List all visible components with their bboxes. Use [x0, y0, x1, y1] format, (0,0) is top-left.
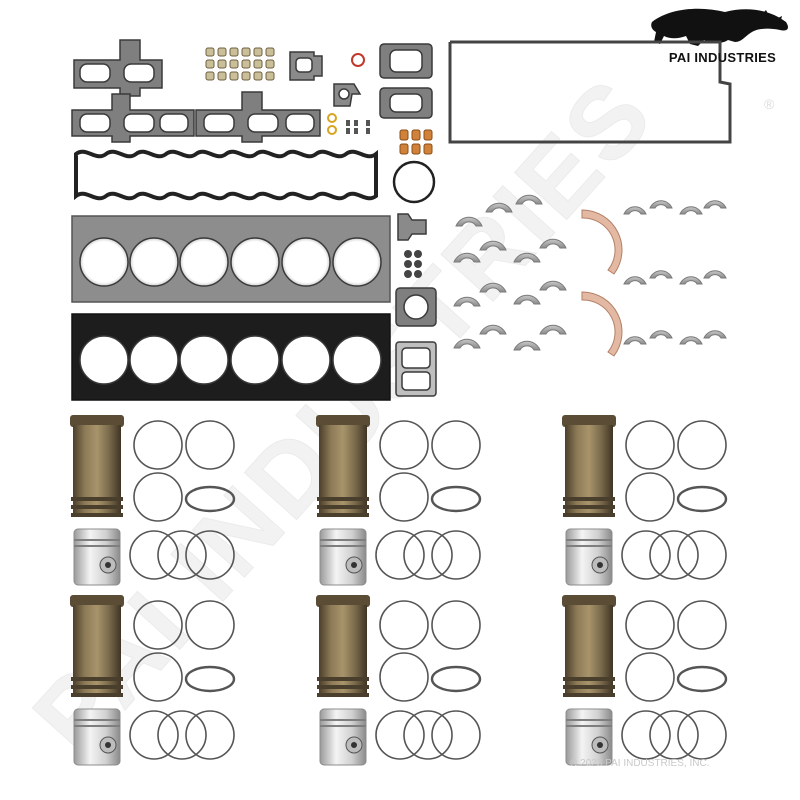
piston-ring-icon [129, 420, 236, 580]
piston-ring-icon [375, 420, 482, 580]
exhaust-gasket-right [195, 91, 321, 143]
cylinder-kit [316, 415, 482, 586]
piston-ring-icon [621, 600, 728, 760]
thrust-washer-icon [581, 209, 623, 357]
cylinder-kit [316, 595, 482, 766]
cylinder-kit [70, 415, 236, 586]
cylinder-kits [70, 415, 728, 766]
exhaust-gasket-top [73, 39, 163, 97]
cylinder-liner-icon [316, 415, 370, 517]
valve-stem-seals [205, 47, 275, 81]
brand-logo-text: PAI INDUSTRIES [668, 50, 777, 65]
piston-icon [319, 528, 367, 586]
cylinder-liner-icon [70, 595, 124, 697]
panther-logo-icon [651, 8, 788, 47]
cylinder-liner-icon [562, 595, 616, 697]
cylinder-kit [562, 595, 728, 766]
piston-ring-icon [375, 600, 482, 760]
piston-icon [319, 708, 367, 766]
exhaust-gasket-left [71, 93, 195, 143]
copyright-notice: © 2023 PAI INDUSTRIES, INC. [570, 758, 710, 769]
main-bearings-left [453, 194, 567, 351]
piston-icon [565, 528, 613, 586]
cylinder-kit [70, 595, 236, 766]
upper-gasket-set [71, 39, 732, 401]
piston-icon [73, 528, 121, 586]
head-gasket-black [71, 313, 391, 401]
registered-mark: ® [764, 96, 775, 112]
cylinder-liner-icon [316, 595, 370, 697]
piston-ring-icon [621, 420, 728, 580]
piston-icon [73, 708, 121, 766]
bearing-set [453, 194, 727, 357]
cylinder-liner-icon [70, 415, 124, 517]
cylinder-liner-icon [562, 415, 616, 517]
head-gasket-gray [71, 215, 391, 303]
rod-bearings-right [623, 200, 727, 345]
piston-icon [565, 708, 613, 766]
cylinder-kit [562, 415, 728, 586]
piston-ring-icon [129, 600, 236, 760]
